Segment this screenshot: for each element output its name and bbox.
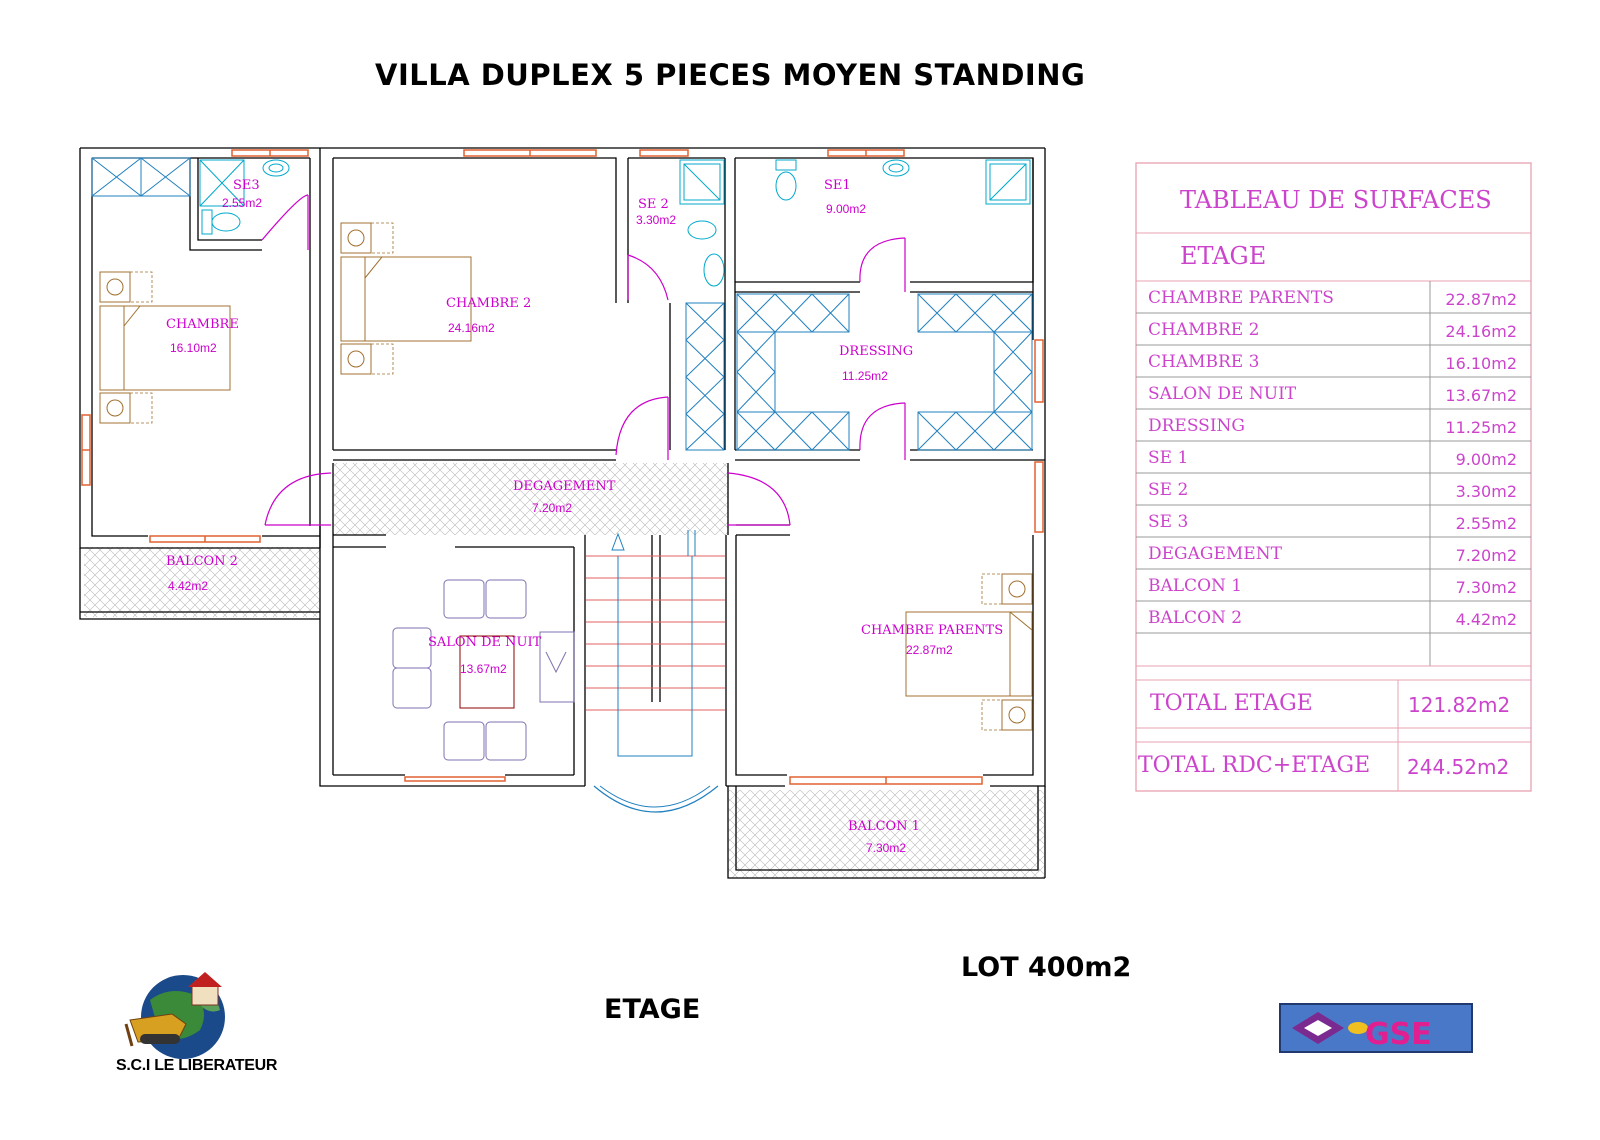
room-salon-area: 13.67m2 <box>460 662 507 676</box>
table-row-value: 3.30m2 <box>1456 482 1517 501</box>
table-row-label: SE 3 <box>1148 512 1188 532</box>
room-dressing-area: 11.25m2 <box>842 369 888 383</box>
lot-size-label: LOT 400m2 <box>961 952 1132 983</box>
table-row-value: 9.00m2 <box>1456 450 1517 469</box>
balcony-2-hatch <box>84 547 320 617</box>
table-row-label: BALCON 1 <box>1148 576 1242 596</box>
lounge-furniture <box>392 579 575 761</box>
nightstand-dashes <box>129 222 1003 731</box>
table-row-value: 7.30m2 <box>1456 578 1517 597</box>
table-row-label: CHAMBRE 2 <box>1148 320 1259 340</box>
table-row-value: 2.55m2 <box>1456 514 1517 533</box>
corridor-hatch <box>333 463 728 535</box>
table-row-label: CHAMBRE PARENTS <box>1148 288 1334 308</box>
company-logo <box>124 972 225 1059</box>
total-etage-value: 121.82m2 <box>1408 693 1510 717</box>
room-se2-name: SE 2 <box>638 197 669 212</box>
table-row-value: 4.42m2 <box>1456 610 1517 629</box>
table-row-value: 24.16m2 <box>1445 322 1517 341</box>
room-dressing-name: DRESSING <box>839 344 913 359</box>
table-row-label: SE 1 <box>1148 448 1188 468</box>
room-se1-area: 9.00m2 <box>826 202 866 216</box>
doors <box>261 194 906 526</box>
company-name: S.C.I LE LIBERATEUR <box>116 1057 278 1074</box>
table-row-value: 16.10m2 <box>1445 354 1517 373</box>
room-chambre-parents-name: CHAMBRE PARENTS <box>861 623 1003 638</box>
table-row-label: DEGAGEMENT <box>1148 544 1283 564</box>
room-labels: SE3 2.55m2 CHAMBRE 16.10m2 CHAMBRE 2 24.… <box>166 178 1003 855</box>
wardrobes <box>91 157 1033 451</box>
floor-level-label: ETAGE <box>604 994 701 1025</box>
floor-plan: SE3 2.55m2 CHAMBRE 16.10m2 CHAMBRE 2 24.… <box>79 147 1046 879</box>
room-salon-name: SALON DE NUIT <box>428 635 542 650</box>
table-row-value: 13.67m2 <box>1445 386 1517 405</box>
table-row-label: DRESSING <box>1148 416 1245 436</box>
gse-logo-text: GSE <box>1365 1017 1432 1052</box>
room-se1-name: SE1 <box>824 178 851 193</box>
windows <box>81 149 1044 785</box>
room-balcon1-name: BALCON 1 <box>848 819 920 834</box>
room-balcon1-area: 7.30m2 <box>866 841 906 855</box>
table-row-label: SE 2 <box>1148 480 1188 500</box>
surface-table: TABLEAU DE SURFACES ETAGE CHAMBRE PARENT… <box>1135 162 1532 792</box>
table-row-value: 22.87m2 <box>1445 290 1517 309</box>
coffee-table <box>459 635 515 709</box>
total-etage-label: TOTAL ETAGE <box>1150 691 1313 716</box>
stair-landing-arc <box>593 785 719 813</box>
table-row-value: 7.20m2 <box>1456 546 1517 565</box>
room-chambre-name: CHAMBRE <box>166 317 239 332</box>
room-chambre2-area: 24.16m2 <box>448 321 495 335</box>
room-se3-area: 2.55m2 <box>222 196 262 210</box>
table-title: TABLEAU DE SURFACES <box>1180 186 1492 214</box>
drawing-title: VILLA DUPLEX 5 PIECES MOYEN STANDING <box>375 58 1086 92</box>
room-balcon2-area: 4.42m2 <box>168 579 208 593</box>
room-balcon2-name: BALCON 2 <box>166 554 238 569</box>
table-subtitle: ETAGE <box>1180 242 1266 270</box>
room-se2-area: 3.30m2 <box>636 213 676 227</box>
room-degagement-name: DEGAGEMENT <box>513 479 616 494</box>
room-se3-name: SE3 <box>233 178 260 193</box>
house-icon <box>191 984 219 1006</box>
room-chambre2-name: CHAMBRE 2 <box>446 296 531 311</box>
stair <box>586 555 725 711</box>
table-row-value: 11.25m2 <box>1445 418 1517 437</box>
table-row-label: BALCON 2 <box>1148 608 1242 628</box>
room-degagement-area: 7.20m2 <box>532 501 572 515</box>
table-row-label: SALON DE NUIT <box>1148 384 1297 404</box>
gse-logo: GSE <box>1279 1003 1473 1053</box>
balcony-1-hatch <box>728 790 1044 878</box>
table-row-label: CHAMBRE 3 <box>1148 352 1259 372</box>
stair-arrow <box>611 530 696 757</box>
total-rdc-etage-value: 244.52m2 <box>1407 755 1509 779</box>
sanitary-fixtures <box>199 159 1031 287</box>
total-rdc-etage-label: TOTAL RDC+ETAGE <box>1138 753 1370 778</box>
room-chambre-area: 16.10m2 <box>170 341 217 355</box>
room-chambre-parents-area: 22.87m2 <box>906 643 953 657</box>
